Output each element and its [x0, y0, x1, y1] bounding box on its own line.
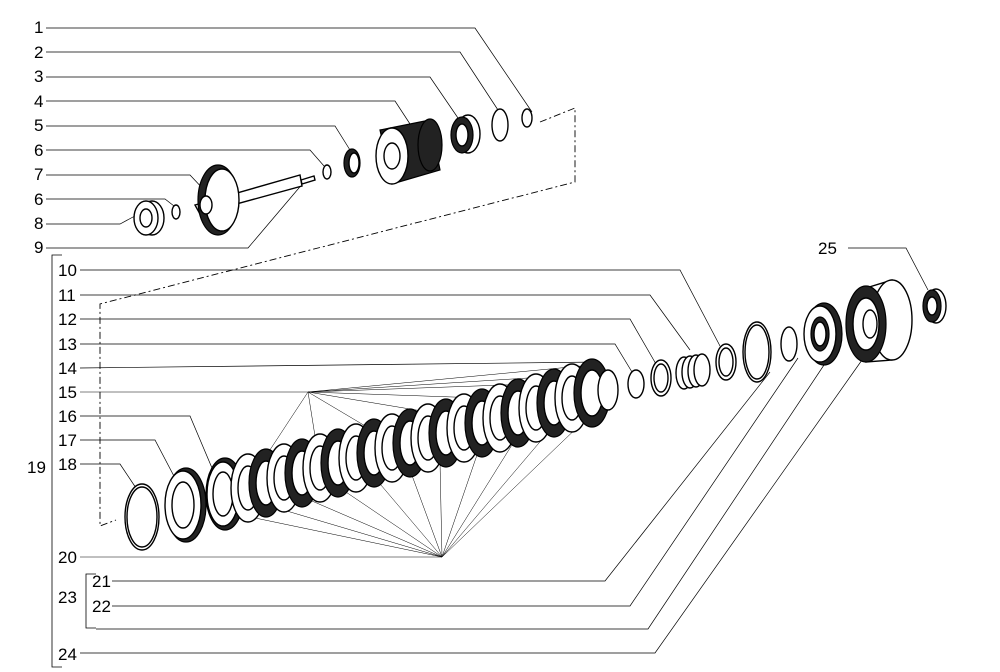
bracket-19: [51, 254, 62, 668]
part-6-ring-upper: [322, 164, 332, 180]
part-3-bearing: [450, 114, 481, 154]
callout-12: 12: [58, 310, 77, 329]
callout-13: 13: [58, 335, 77, 354]
callout-24: 24: [58, 645, 77, 664]
part-12-ring: [650, 359, 672, 397]
part-18-snap-ring: [124, 483, 160, 551]
part-25-bearing: [922, 288, 947, 324]
part-17-plate: [164, 467, 207, 543]
part-7-gear-shaft: [193, 164, 303, 236]
part-23-piston: [803, 302, 843, 366]
part-11-spring: [675, 353, 711, 390]
part-10-ring: [715, 343, 737, 381]
part-4-gear: [375, 118, 443, 185]
bracket-23: [85, 573, 96, 629]
part-5-needle-bearing: [343, 148, 361, 178]
callout-18: 18: [58, 455, 77, 474]
callout-16: 16: [58, 407, 77, 426]
part-6-ring-lower: [171, 204, 181, 220]
callout-2: 2: [34, 43, 43, 62]
callout-25: 25: [818, 239, 837, 258]
part-21-seal: [742, 321, 772, 383]
callout-19: 19: [27, 458, 46, 477]
leader-lines-lower: [79, 247, 929, 654]
callout-7: 7: [34, 165, 43, 184]
part-2-ring: [491, 108, 509, 142]
callout-8: 8: [34, 214, 43, 233]
callout-14: 14: [58, 359, 77, 378]
callout-4: 4: [34, 92, 43, 111]
callout-22: 22: [92, 597, 111, 616]
callout-5: 5: [34, 116, 43, 135]
callout-21: 21: [92, 572, 111, 591]
callout-1: 1: [34, 18, 43, 37]
callout-20: 20: [58, 548, 77, 567]
callout-3: 3: [34, 67, 43, 86]
clutch-disc-stack: [230, 358, 619, 523]
callout-6-lower: 6: [34, 190, 43, 209]
callout-11: 11: [58, 286, 76, 305]
callout-6-upper: 6: [34, 141, 43, 160]
leader-lines-upper: [46, 27, 533, 249]
fan-lines-20: [235, 419, 586, 558]
part-24-clutch-drum: [845, 279, 913, 363]
part-8-bearing: [133, 200, 165, 236]
part-13-ring: [627, 369, 645, 399]
callout-17: 17: [58, 431, 77, 450]
callout-15: 15: [58, 383, 77, 402]
assembly-axis-line: [99, 107, 576, 527]
part-9-pin: [300, 175, 316, 185]
callout-9: 9: [34, 238, 43, 257]
callout-10: 10: [58, 261, 77, 280]
part-22-ring: [780, 326, 798, 362]
callout-23: 23: [58, 588, 77, 607]
part-1-snap-ring: [521, 108, 533, 128]
